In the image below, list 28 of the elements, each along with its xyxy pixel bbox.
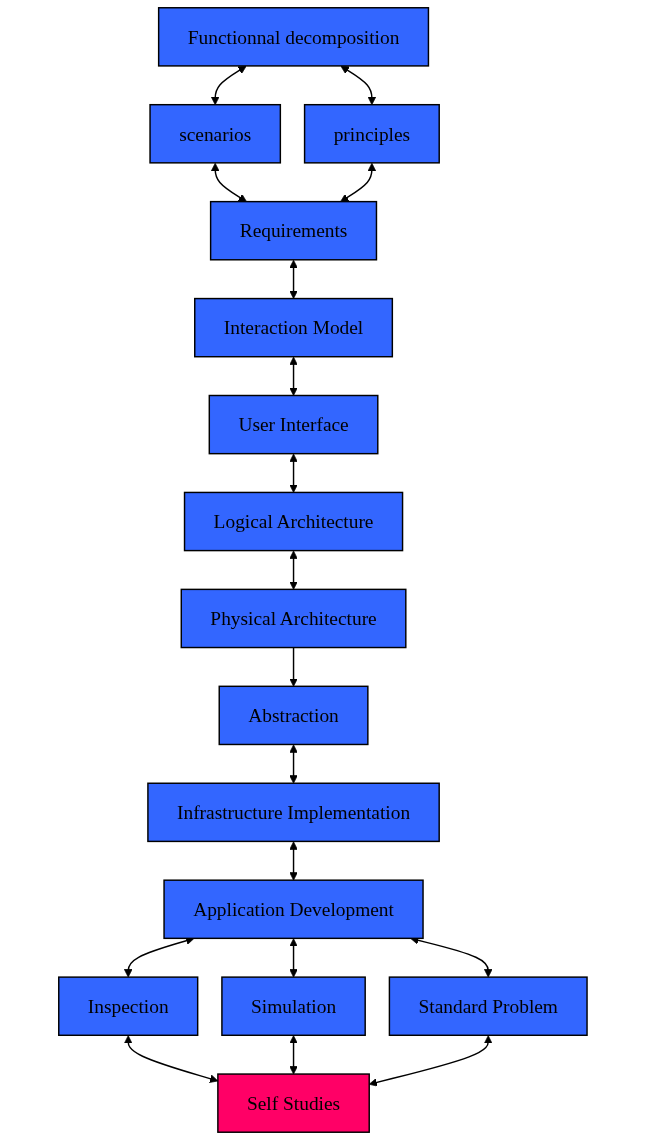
arrow [289, 550, 298, 590]
arrow [289, 356, 298, 396]
arrow [289, 259, 298, 299]
node-box: Self Studies [217, 1073, 371, 1133]
node-box: Requirements [210, 200, 378, 261]
node-box: Standard Problem [388, 976, 588, 1036]
arrow [211, 65, 247, 106]
node-box: Abstraction [218, 685, 369, 746]
arrow [289, 938, 298, 978]
arrow [289, 453, 298, 493]
node-box: Simulation [221, 976, 366, 1036]
node-box: User Interface [208, 394, 379, 455]
arrow [211, 162, 247, 202]
arrow [289, 1035, 298, 1075]
arrow [289, 841, 298, 881]
arrow [289, 744, 298, 784]
node-box: Application Development [163, 879, 424, 940]
node-box: Infrastructure Implementation [147, 782, 440, 843]
node-box: principles [303, 103, 441, 164]
node-box: Logical Architecture [183, 491, 404, 552]
node-box: Physical Architecture [180, 588, 407, 649]
node-box: Functionnal decomposition [158, 7, 430, 67]
arrow [340, 65, 377, 106]
node-box: Interaction Model [194, 297, 394, 358]
arrow [340, 162, 377, 202]
node-box: Inspection [58, 976, 199, 1036]
node-box: scenarios [149, 103, 282, 164]
arrow [289, 646, 298, 687]
